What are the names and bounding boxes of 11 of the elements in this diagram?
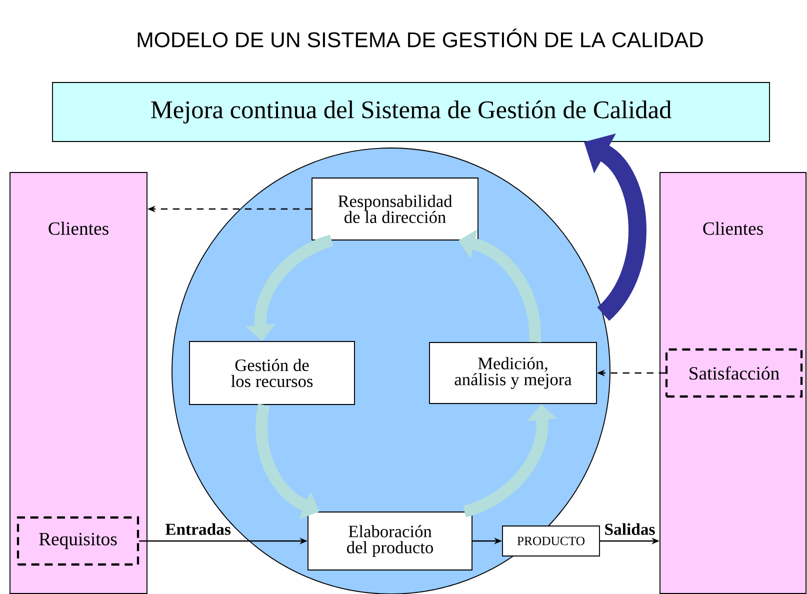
dashed-box: Satisfacción: [665, 348, 803, 398]
process-box: Elaboración del producto: [308, 512, 472, 570]
title: MODELO DE UN SISTEMA DE GESTIÓN DE LA CALIDAD: [138, 28, 703, 48]
process-box: Responsabilidad de la dirección: [312, 178, 478, 240]
process-box: Gestión de los recursos: [189, 341, 355, 405]
improvement-box: Mejora continua del Sistema de Gestión de Calidad: [52, 82, 770, 142]
product-box: PRODUCTO: [502, 526, 600, 556]
process-box: Medición, análisis y mejora: [429, 342, 597, 404]
edge-label: Salidas: [605, 523, 655, 535]
edge-label: Entradas: [165, 523, 230, 535]
dashed-box: Requisitos: [16, 516, 140, 566]
